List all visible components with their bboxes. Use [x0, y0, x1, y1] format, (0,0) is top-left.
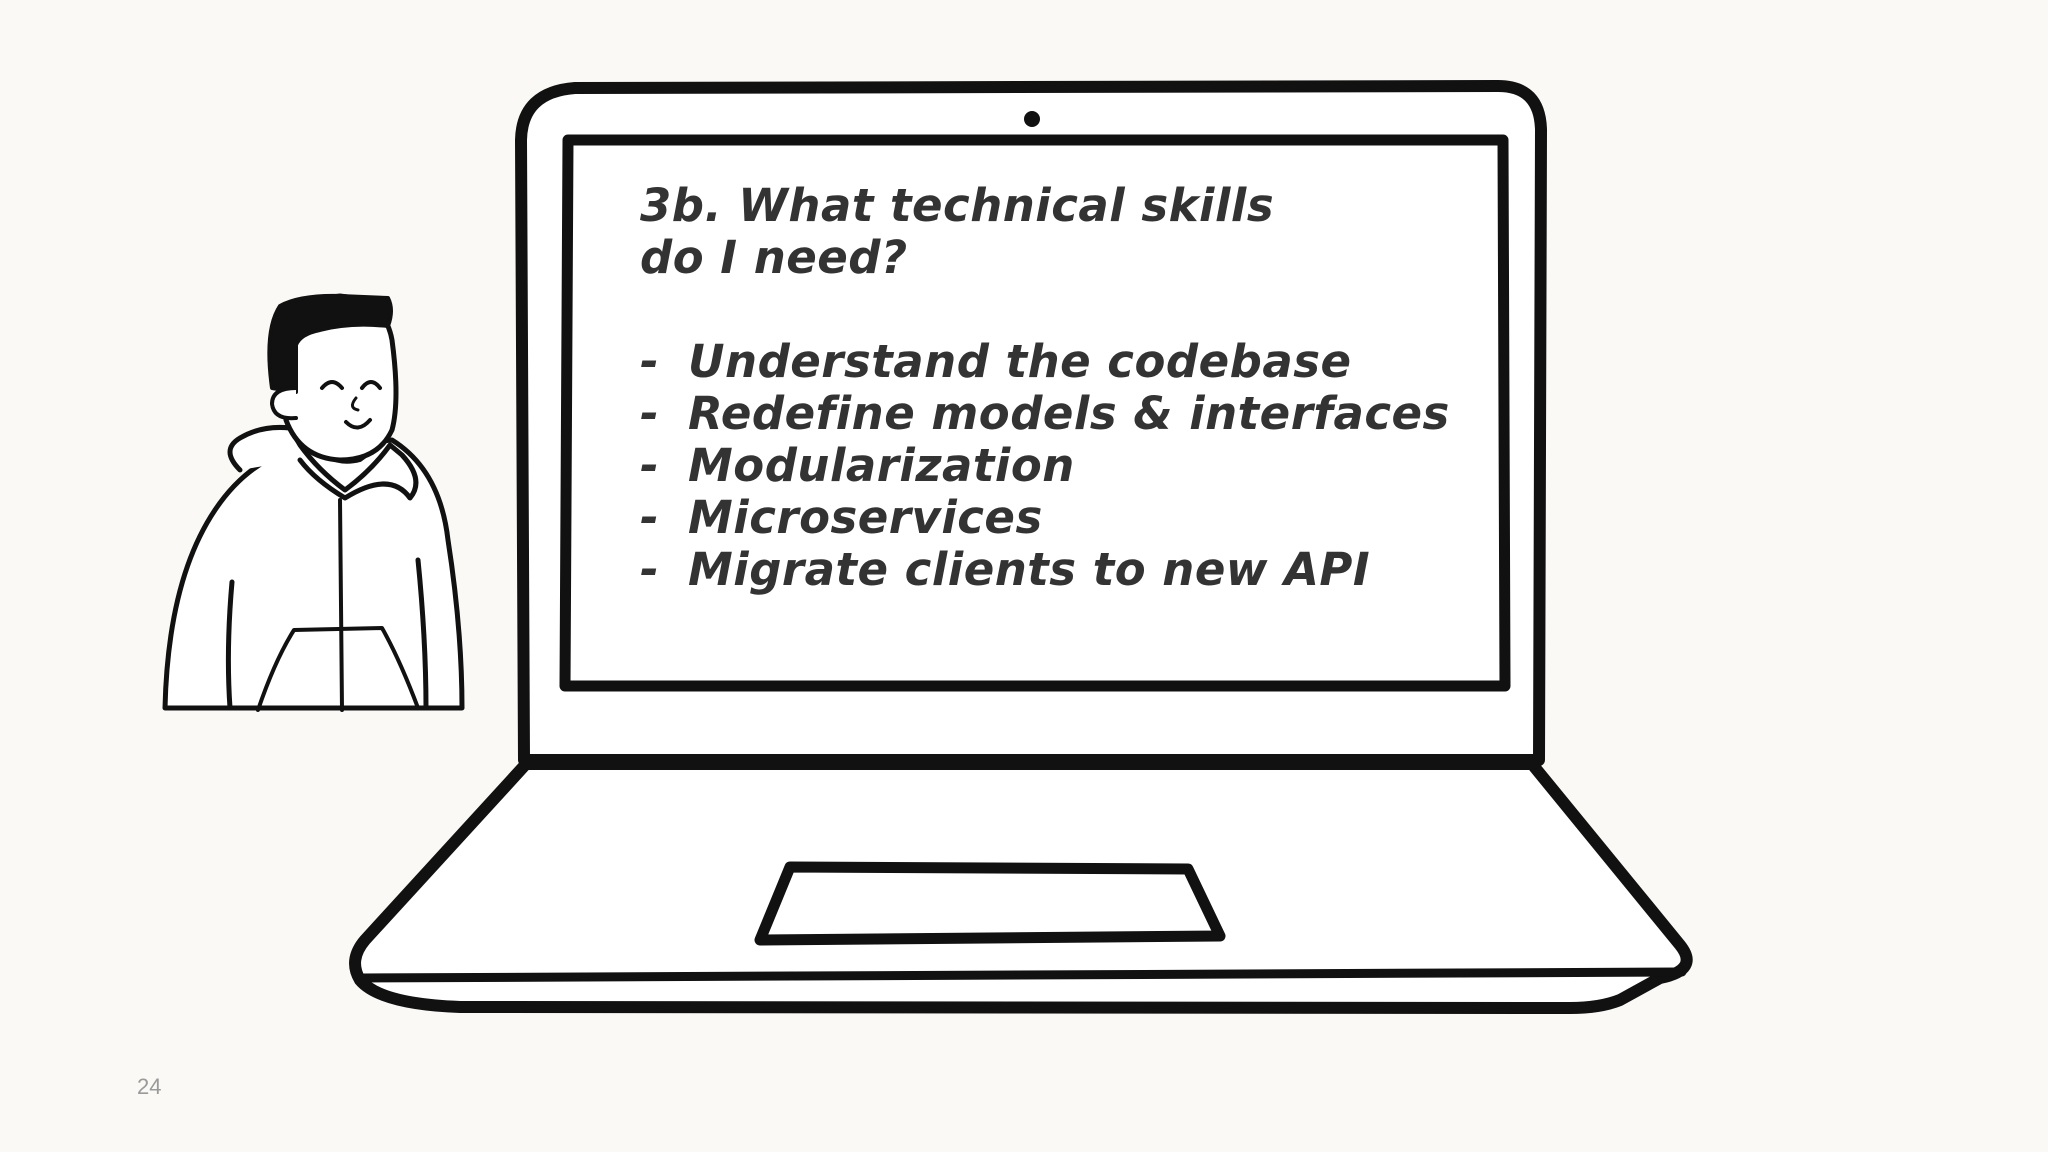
bullet-dash: -	[640, 491, 660, 544]
bullet-dash: -	[640, 335, 660, 388]
nose	[351, 396, 360, 412]
page-number: 24	[137, 1074, 162, 1099]
list-item: -Modularization	[640, 440, 1460, 492]
list-item-label: Modularization	[688, 439, 1075, 492]
person-in-hoodie-illustration	[162, 293, 465, 712]
laptop-base-edge	[357, 967, 1687, 983]
list-item: -Understand the codebase	[640, 336, 1460, 388]
left-eye	[320, 380, 344, 390]
right-sleeve	[415, 557, 429, 711]
hoodie-pocket	[256, 626, 420, 712]
list-item-label: Understand the codebase	[688, 335, 1352, 388]
ear	[270, 386, 298, 421]
bullet-dash: -	[640, 439, 660, 492]
laptop-illustration	[349, 80, 1693, 1014]
left-sleeve	[225, 579, 235, 711]
screen-content: 3b. What technical skills do I need? -Un…	[640, 180, 1460, 596]
list-item: -Microservices	[640, 492, 1460, 544]
bullet-dash: -	[640, 543, 660, 596]
list-item-label: Microservices	[688, 491, 1043, 544]
slide-title: 3b. What technical skills do I need?	[640, 179, 1275, 284]
list-item-label: Redefine models & interfaces	[688, 387, 1450, 440]
skills-list: -Understand the codebase -Redefine model…	[640, 336, 1460, 596]
laptop-screen	[559, 134, 1511, 692]
list-item: -Redefine models & interfaces	[640, 388, 1460, 440]
list-item-label: Migrate clients to new API	[688, 543, 1371, 596]
bullet-dash: -	[640, 387, 660, 440]
webcam-icon	[1024, 111, 1040, 127]
hood	[227, 425, 419, 501]
zipper-line	[338, 498, 344, 712]
right-eye	[360, 380, 382, 390]
smile	[344, 418, 372, 430]
laptop-trackpad	[754, 861, 1226, 946]
list-item: -Migrate clients to new API	[640, 544, 1460, 596]
hair	[267, 293, 393, 394]
